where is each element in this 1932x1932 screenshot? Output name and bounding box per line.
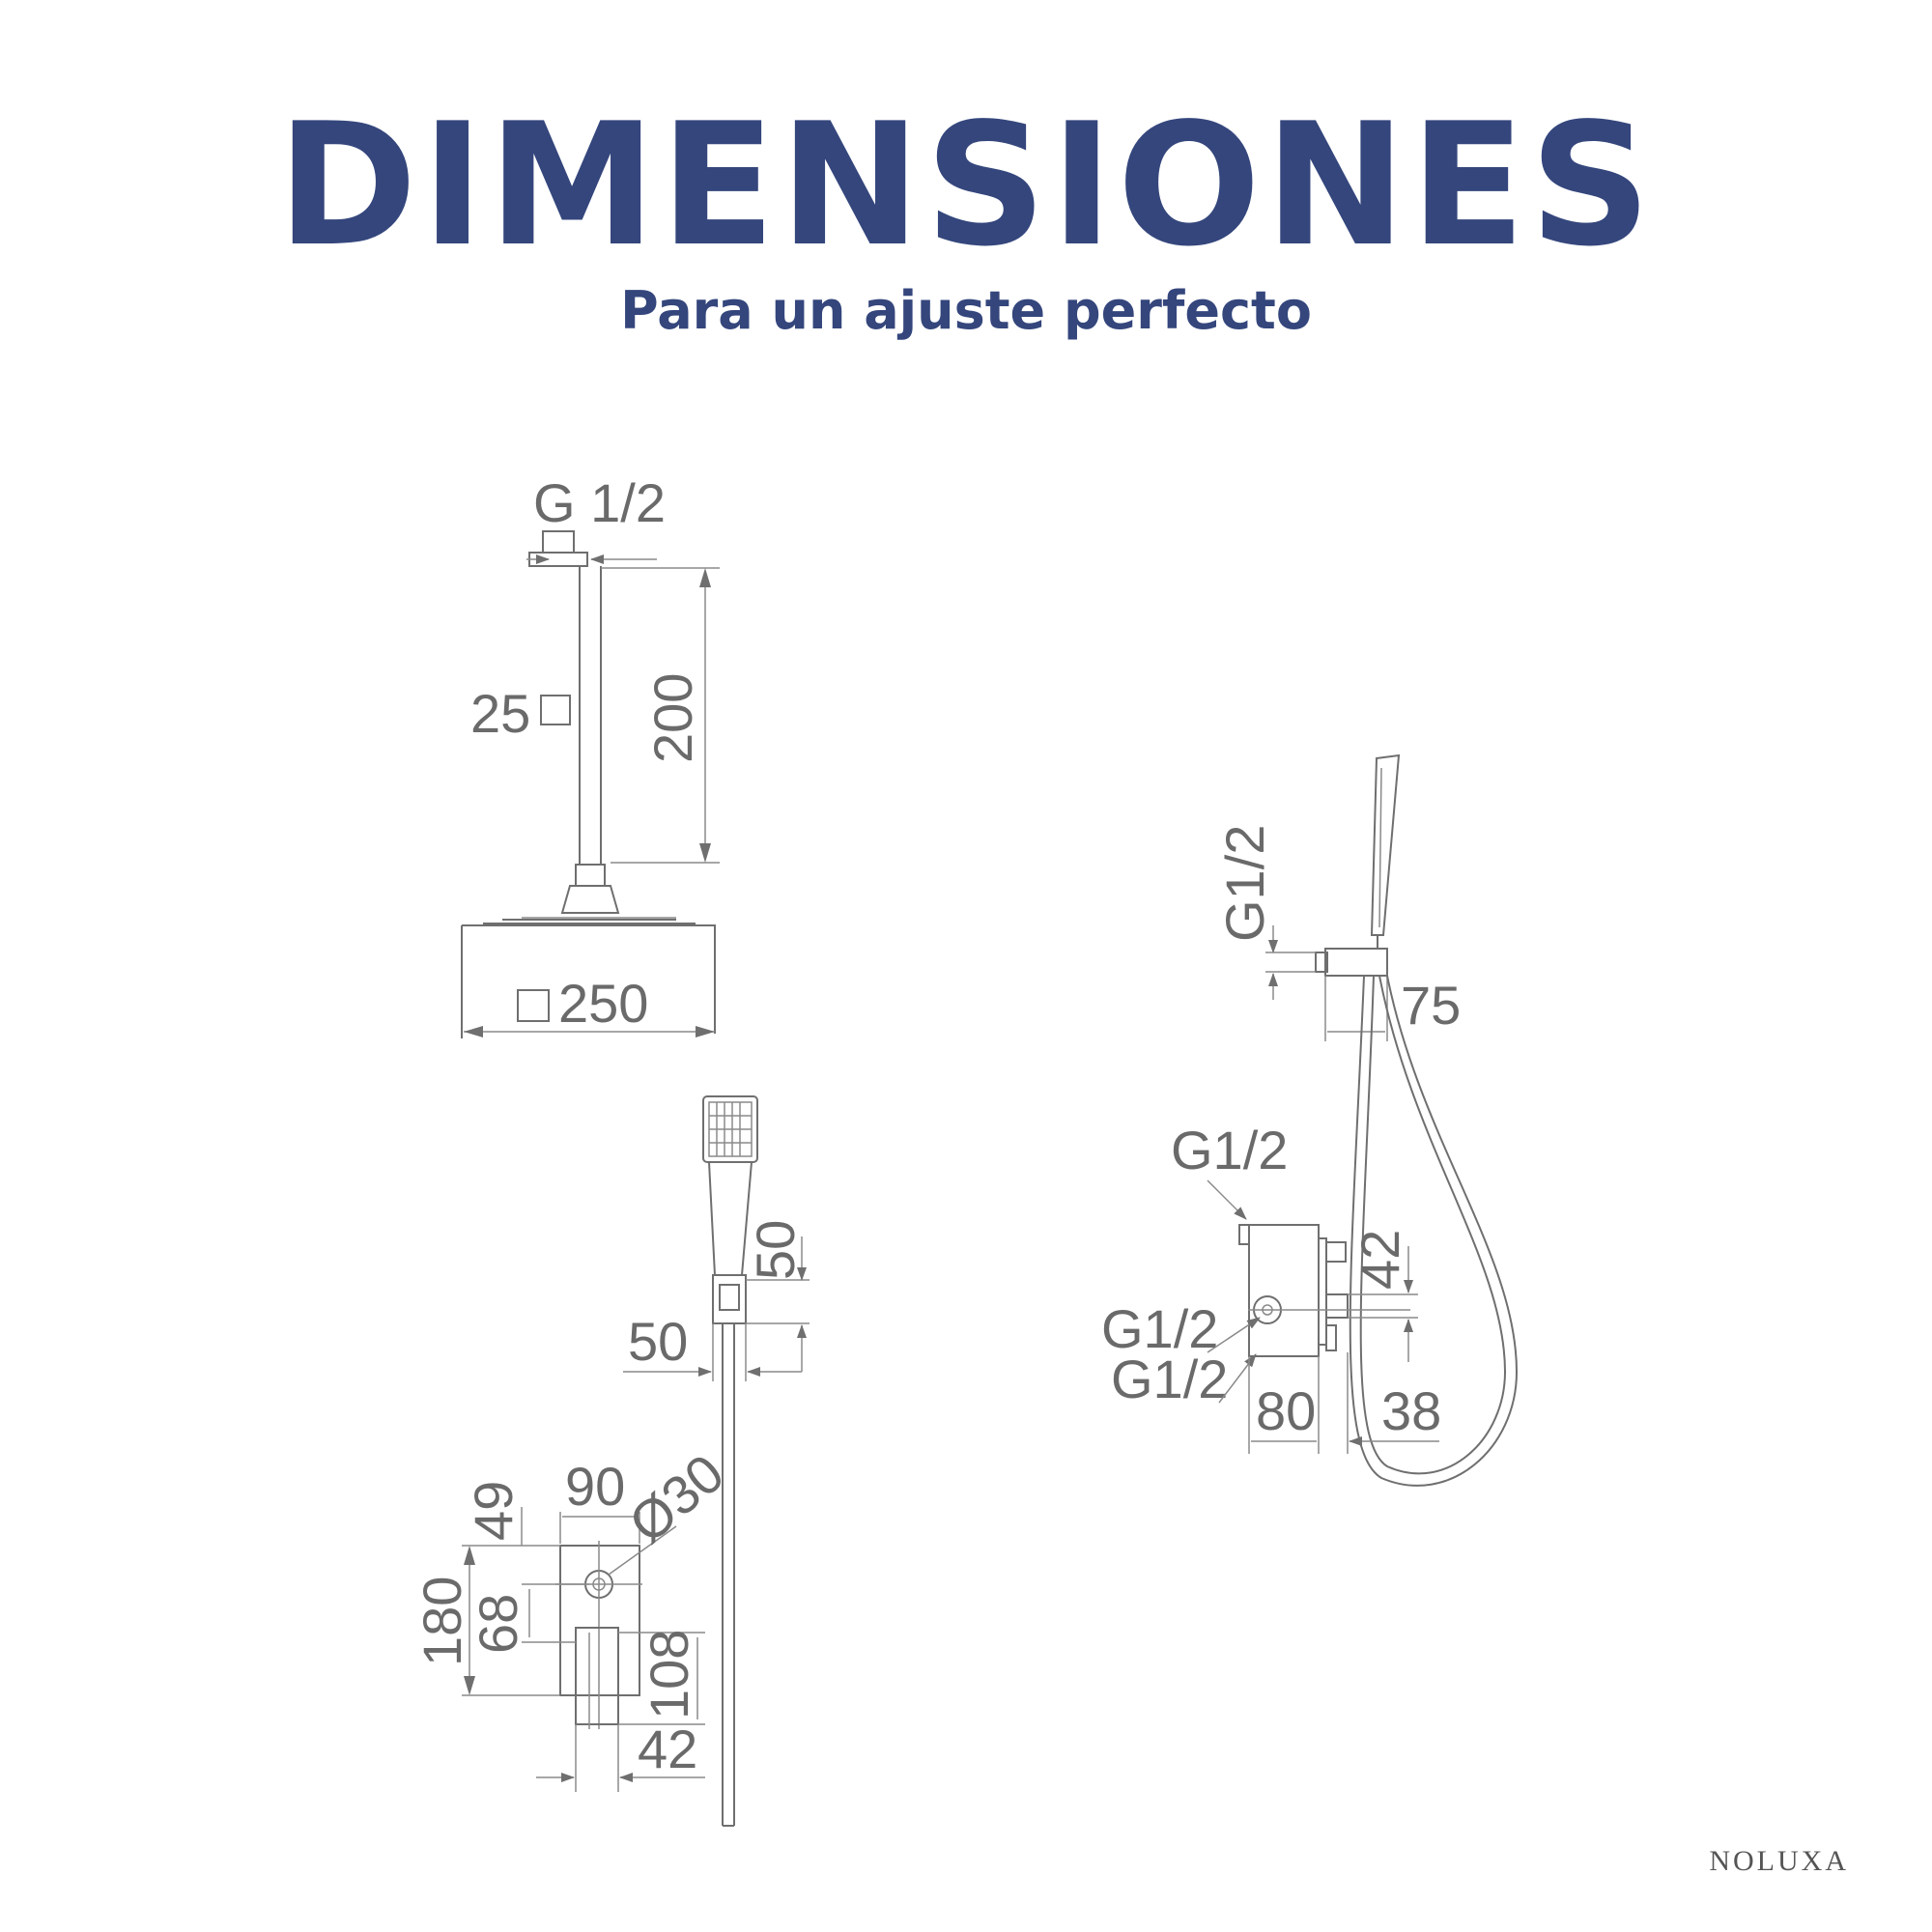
body-offset-label: 42 xyxy=(1350,1230,1410,1290)
outlet-depth-label: 75 xyxy=(1401,975,1461,1036)
brand-logo: NOLUXA xyxy=(1709,1845,1849,1877)
cover-depth-label: 38 xyxy=(1381,1380,1441,1441)
arm-length-label: 200 xyxy=(642,673,703,763)
body-thread-label: G1/2 xyxy=(1171,1120,1288,1180)
lever-width-label: 42 xyxy=(638,1719,697,1779)
inlet-thread-2-label: G1/2 xyxy=(1111,1349,1228,1409)
side-view-drawing: G1/2 75 G1/2 G1/2 G1/2 42 xyxy=(1101,753,1519,1487)
lever-height-label: 108 xyxy=(639,1630,699,1719)
page-subtitle: Para un ajuste perfecto xyxy=(620,280,1312,341)
arm-section-label: 25 xyxy=(470,683,530,744)
body-depth-label: 80 xyxy=(1256,1380,1316,1441)
holder-depth-label: 50 xyxy=(628,1311,688,1372)
total-height-label: 180 xyxy=(412,1577,472,1666)
overhead-shower-drawing: G 1/2 200 25 250 xyxy=(461,472,720,1038)
front-view-drawing: 50 50 90 Ø30 49 180 xyxy=(412,1095,810,1827)
square-head-symbol xyxy=(517,989,550,1022)
inlet-thread-label: G 1/2 xyxy=(533,472,666,533)
knob-height-label: 68 xyxy=(468,1594,528,1654)
plate-width-label: 90 xyxy=(565,1456,625,1517)
holder-height-label: 50 xyxy=(745,1220,806,1280)
inlet-thread-1-label: G1/2 xyxy=(1101,1298,1218,1359)
square-section-symbol xyxy=(540,695,571,725)
top-offset-label: 49 xyxy=(463,1481,524,1541)
outlet-thread-label: G1/2 xyxy=(1214,825,1275,942)
head-size-label: 250 xyxy=(558,973,648,1034)
knob-diameter-label: Ø30 xyxy=(617,1442,735,1554)
page-title: DIMENSIONES xyxy=(276,88,1656,284)
